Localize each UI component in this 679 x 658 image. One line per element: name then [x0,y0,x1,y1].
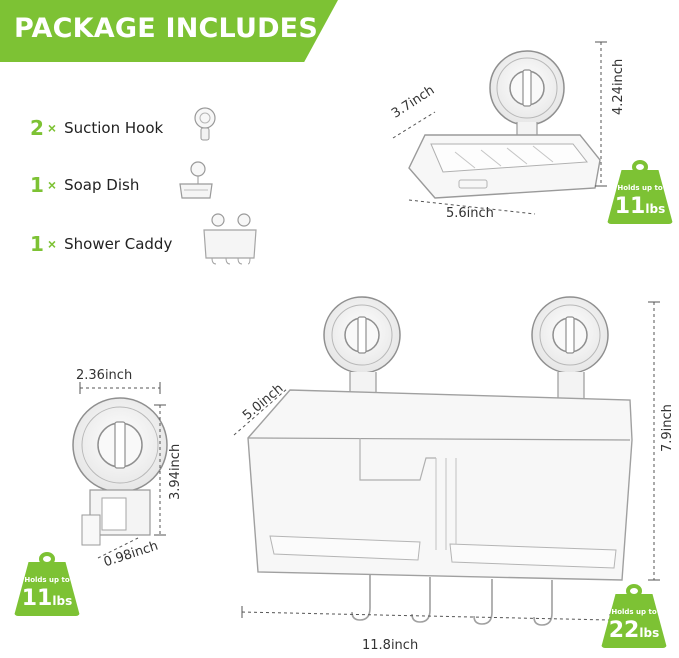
shower-caddy-illustration [233,296,660,626]
list-item: 1 × Soap Dish [30,173,139,197]
title-banner [0,0,338,62]
badge-capacity: 11lbs [607,194,673,219]
caddy-length-label: 11.8inch [362,638,419,653]
badge-unit: lbs [645,202,666,216]
suction-hook-icon [194,107,216,141]
soap-dish-illustration [392,41,607,215]
badge-number: 22 [608,618,640,643]
times-sign: × [47,120,57,136]
list-item: 2 × Suction Hook [30,116,163,140]
page-title: PACKAGE INCLUDES [14,13,318,44]
badge-number: 11 [21,586,53,611]
list-item: 1 × Shower Caddy [30,232,172,256]
soap-dish-icon [179,161,213,199]
weight-badge: Holds up to 11lbs [14,552,80,616]
quantity: 1 [30,232,44,256]
soap-dish-length-label: 5.6inch [446,206,494,221]
quantity: 2 [30,116,44,140]
badge-unit: lbs [639,626,660,640]
badge-caption: Holds up to [617,184,663,192]
soap-dish-height-label: 4.24inch [611,58,626,115]
badge-capacity: 11lbs [14,586,80,611]
hook-width-label: 2.36inch [76,368,133,383]
item-label: Suction Hook [64,119,164,137]
times-sign: × [47,236,57,252]
quantity: 1 [30,173,44,197]
item-label: Shower Caddy [64,235,173,253]
shower-caddy-icon [203,213,257,265]
badge-caption: Holds up to [24,576,70,584]
badge-capacity: 22lbs [601,618,667,643]
badge-number: 11 [614,194,646,219]
item-label: Soap Dish [64,176,140,194]
badge-unit: lbs [52,594,73,608]
weight-badge: Holds up to 22lbs [601,584,667,648]
caddy-height-label: 7.9inch [660,404,675,452]
weight-badge: Holds up to 11lbs [607,160,673,224]
times-sign: × [47,177,57,193]
hook-height-label: 3.94inch [168,443,183,500]
suction-hook-illustration [72,382,168,559]
badge-caption: Holds up to [611,608,657,616]
